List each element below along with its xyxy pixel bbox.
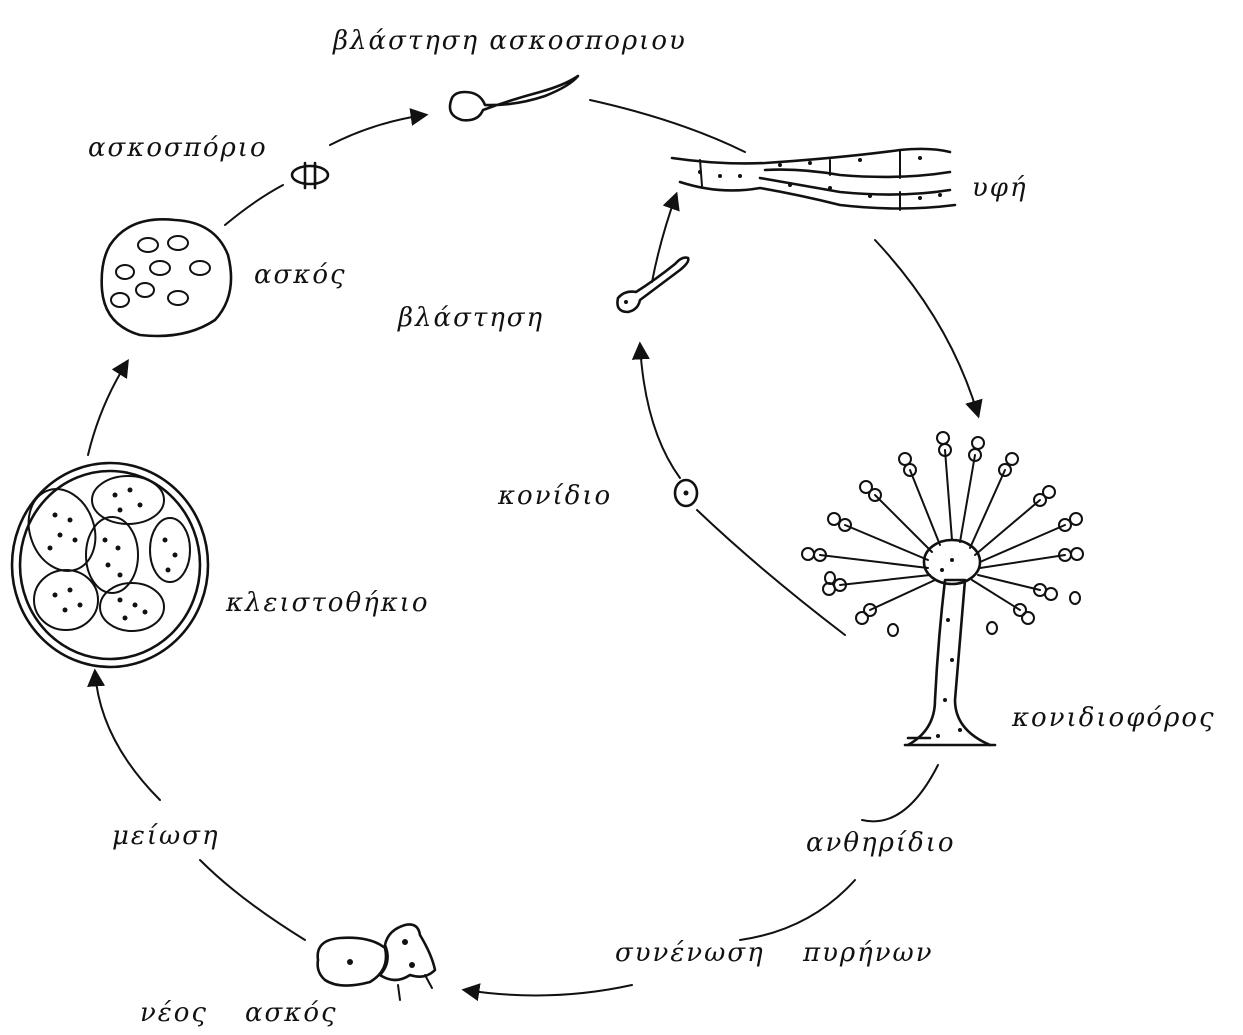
conidiophore-icon bbox=[802, 432, 1083, 745]
label-new-ascus-2: ασκός bbox=[245, 1000, 338, 1026]
conidium-icon bbox=[675, 480, 697, 506]
label-ascus: ασκός bbox=[254, 262, 347, 288]
label-conidiophore: κονιδιοφόρος bbox=[1012, 705, 1216, 731]
new-ascus-icon bbox=[318, 924, 435, 1000]
label-meiosis: μείωση bbox=[112, 823, 220, 849]
label-new-ascus-1: νέος bbox=[140, 1000, 208, 1026]
hypha-icon bbox=[672, 149, 955, 210]
arrow-antheridium-to-fusion bbox=[740, 880, 855, 940]
arrow-hypha-to-conidiophore bbox=[875, 240, 978, 415]
label-ascospore: ασκοσπόριο bbox=[88, 135, 268, 161]
label-germination: βλάστηση bbox=[398, 305, 544, 331]
arrow-germination-to-hypha-inner bbox=[652, 195, 676, 282]
label-cleistothecium: κλειστοθήκιο bbox=[226, 590, 430, 616]
label-antheridium: ανθηρίδιο bbox=[806, 830, 956, 856]
arrow-conidium-to-germination bbox=[640, 345, 680, 478]
arrow-ascospore-to-germination bbox=[330, 115, 425, 145]
ascospore-icon bbox=[292, 163, 328, 188]
arrow-fusion-to-new-ascus bbox=[465, 985, 632, 995]
cleistothecium-icon bbox=[12, 463, 208, 667]
arrow-conidiophore-to-antheridium bbox=[862, 765, 938, 821]
label-hypha: υφή bbox=[972, 175, 1028, 201]
label-conidium: κονίδιο bbox=[498, 483, 612, 509]
arrow-new-ascus-to-meiosis bbox=[200, 860, 305, 940]
ascus-icon bbox=[102, 219, 231, 336]
arrow-cleistothecium-to-ascus bbox=[88, 362, 127, 455]
germinating-conidium-icon bbox=[617, 258, 688, 312]
arrow-meiosis-to-cleistothecium bbox=[95, 672, 160, 800]
label-nuclear-fusion-1: συνένωση bbox=[615, 940, 765, 966]
arrow-conidiophore-to-conidium bbox=[697, 510, 845, 635]
label-nuclear-fusion-2: πυρήνων bbox=[803, 940, 934, 966]
arrow-ascus-to-ascospore bbox=[225, 185, 283, 225]
arrow-germination-to-hypha bbox=[590, 100, 745, 152]
label-ascospore-germination: βλάστηση ασκοσποριου bbox=[333, 28, 687, 54]
germinating-ascospore-icon bbox=[450, 76, 578, 120]
